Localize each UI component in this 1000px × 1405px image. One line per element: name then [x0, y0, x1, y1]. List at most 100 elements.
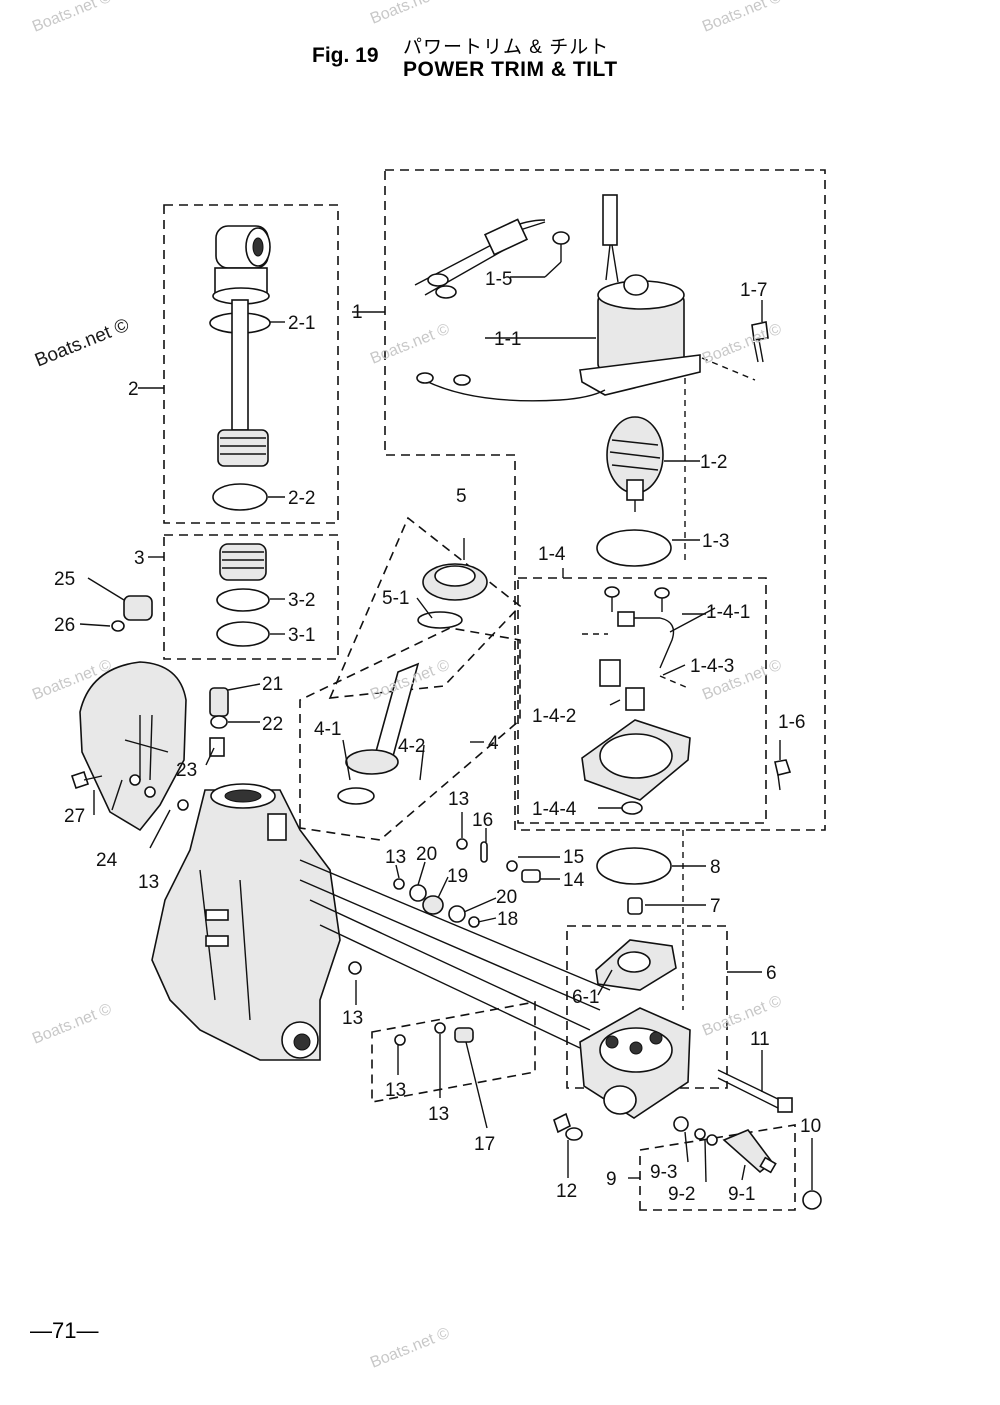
- callout-9-3: 9-3: [650, 1162, 677, 1183]
- brush-holder-part: [581, 586, 691, 815]
- callout-27: 27: [64, 806, 85, 827]
- ball-13-part: [434, 1022, 446, 1034]
- callout-20: 20: [496, 887, 517, 908]
- callout-14: 14: [563, 870, 585, 891]
- o-ring-8: [596, 847, 672, 885]
- ball-18-part: [468, 916, 480, 928]
- manual-release-valve-part: [673, 1116, 777, 1174]
- figure-number: Fig. 19: [312, 44, 379, 67]
- seal-20-part: [448, 905, 466, 923]
- page-number: —71—: [30, 1318, 99, 1343]
- group-box-9: [639, 1124, 796, 1211]
- callout-3: 3: [134, 548, 145, 569]
- callout-5-1: 5-1: [382, 588, 409, 609]
- ball-13-part: [394, 1034, 406, 1046]
- callout-26: 26: [54, 615, 75, 636]
- callout-8: 8: [710, 857, 721, 878]
- group-box-6: [566, 925, 728, 1089]
- callout-9: 9: [606, 1169, 617, 1190]
- callout-4-2: 4-2: [398, 736, 425, 757]
- pump-rod-part: [337, 662, 420, 805]
- callout-5: 5: [456, 486, 467, 507]
- cylinder-piston-part: [216, 543, 270, 647]
- callout-1-3: 1-3: [702, 531, 729, 552]
- oil-pump-body-part: [579, 939, 691, 1119]
- filter-7-part: [627, 897, 643, 915]
- callout-2-1: 2-1: [288, 313, 315, 334]
- callout-1-4-3: 1-4-3: [690, 656, 734, 677]
- callout-7: 7: [710, 896, 721, 917]
- callout-17: 17: [474, 1134, 495, 1155]
- callout-1-5: 1-5: [485, 269, 512, 290]
- callout-13: 13: [138, 872, 159, 893]
- bolt-27-part: [70, 770, 103, 790]
- spring-21-part: [209, 687, 229, 757]
- armature-part: [606, 416, 664, 512]
- callout-24: 24: [96, 850, 118, 871]
- callout-13: 13: [428, 1104, 449, 1125]
- pin-16-part: [480, 841, 488, 863]
- seal-20-part: [409, 884, 427, 902]
- title-japanese: パワートリム & チルト: [403, 37, 610, 58]
- plug-14-part: [521, 869, 541, 883]
- callout-11: 11: [750, 1029, 770, 1050]
- plug-17-part: [454, 1027, 474, 1043]
- callout-1-4: 1-4: [538, 544, 566, 565]
- callout-13: 13: [385, 847, 406, 868]
- o-ring-1-3: [596, 529, 672, 567]
- ring-26-part: [111, 620, 125, 632]
- manual-valve-part: [417, 563, 488, 629]
- callout-9-1: 9-1: [728, 1184, 755, 1205]
- group-box-2: [163, 204, 339, 524]
- callout-1: 1: [352, 302, 363, 323]
- callout-4: 4: [488, 733, 499, 754]
- bolt-1-6-part: [774, 759, 792, 791]
- callout-2-2: 2-2: [288, 488, 315, 509]
- callout-1-6: 1-6: [778, 712, 805, 733]
- callout-16: 16: [472, 810, 493, 831]
- callout-15: 15: [563, 847, 584, 868]
- oil-tubes-part: [299, 859, 611, 1049]
- spool-19-part: [422, 895, 444, 915]
- ball-13-part: [393, 878, 405, 890]
- group-box-4: [299, 627, 521, 841]
- callout-21: 21: [262, 674, 283, 695]
- callout-23: 23: [176, 760, 197, 781]
- callout-1-1: 1-1: [494, 329, 521, 350]
- callout-12: 12: [556, 1181, 577, 1202]
- callout-1-4-2: 1-4-2: [532, 706, 576, 727]
- callout-3-2: 3-2: [288, 590, 315, 611]
- trim-tilt-housing-part: [151, 783, 341, 1061]
- callout-13: 13: [448, 789, 469, 810]
- group-box-3: [163, 534, 339, 660]
- callout-19: 19: [447, 866, 468, 887]
- callout-25: 25: [54, 569, 75, 590]
- group-box-1-4: [517, 577, 767, 824]
- callout-1-7: 1-7: [740, 280, 767, 301]
- callout-2: 2: [128, 379, 139, 400]
- ball-13-part: [177, 799, 189, 811]
- callout-20: 20: [416, 844, 437, 865]
- callout-13: 13: [342, 1008, 363, 1029]
- callout-18: 18: [497, 909, 518, 930]
- callout-1-2: 1-2: [700, 452, 727, 473]
- tilt-cylinder-part: [209, 225, 271, 511]
- callout-3-1: 3-1: [288, 625, 315, 646]
- bolt-1-7-part: [751, 321, 769, 363]
- group-box-1: [384, 169, 826, 831]
- bolt-12-part: [553, 1112, 583, 1141]
- ball-13-part: [456, 838, 468, 850]
- leader-lines: [79, 261, 813, 1190]
- callout-6-1: 6-1: [572, 987, 599, 1008]
- group-box-13: [371, 1001, 536, 1103]
- page-title: POWER TRIM & TILT: [403, 58, 618, 81]
- callout-13: 13: [385, 1080, 406, 1101]
- callout-9-2: 9-2: [668, 1184, 695, 1205]
- circlip-10-part: [802, 1190, 822, 1210]
- bolt-11-part: [717, 1069, 793, 1113]
- ball-13-part: [348, 961, 362, 975]
- callout-10: 10: [800, 1116, 821, 1137]
- callout-4-1: 4-1: [314, 719, 341, 740]
- cap-25-part: [123, 595, 153, 621]
